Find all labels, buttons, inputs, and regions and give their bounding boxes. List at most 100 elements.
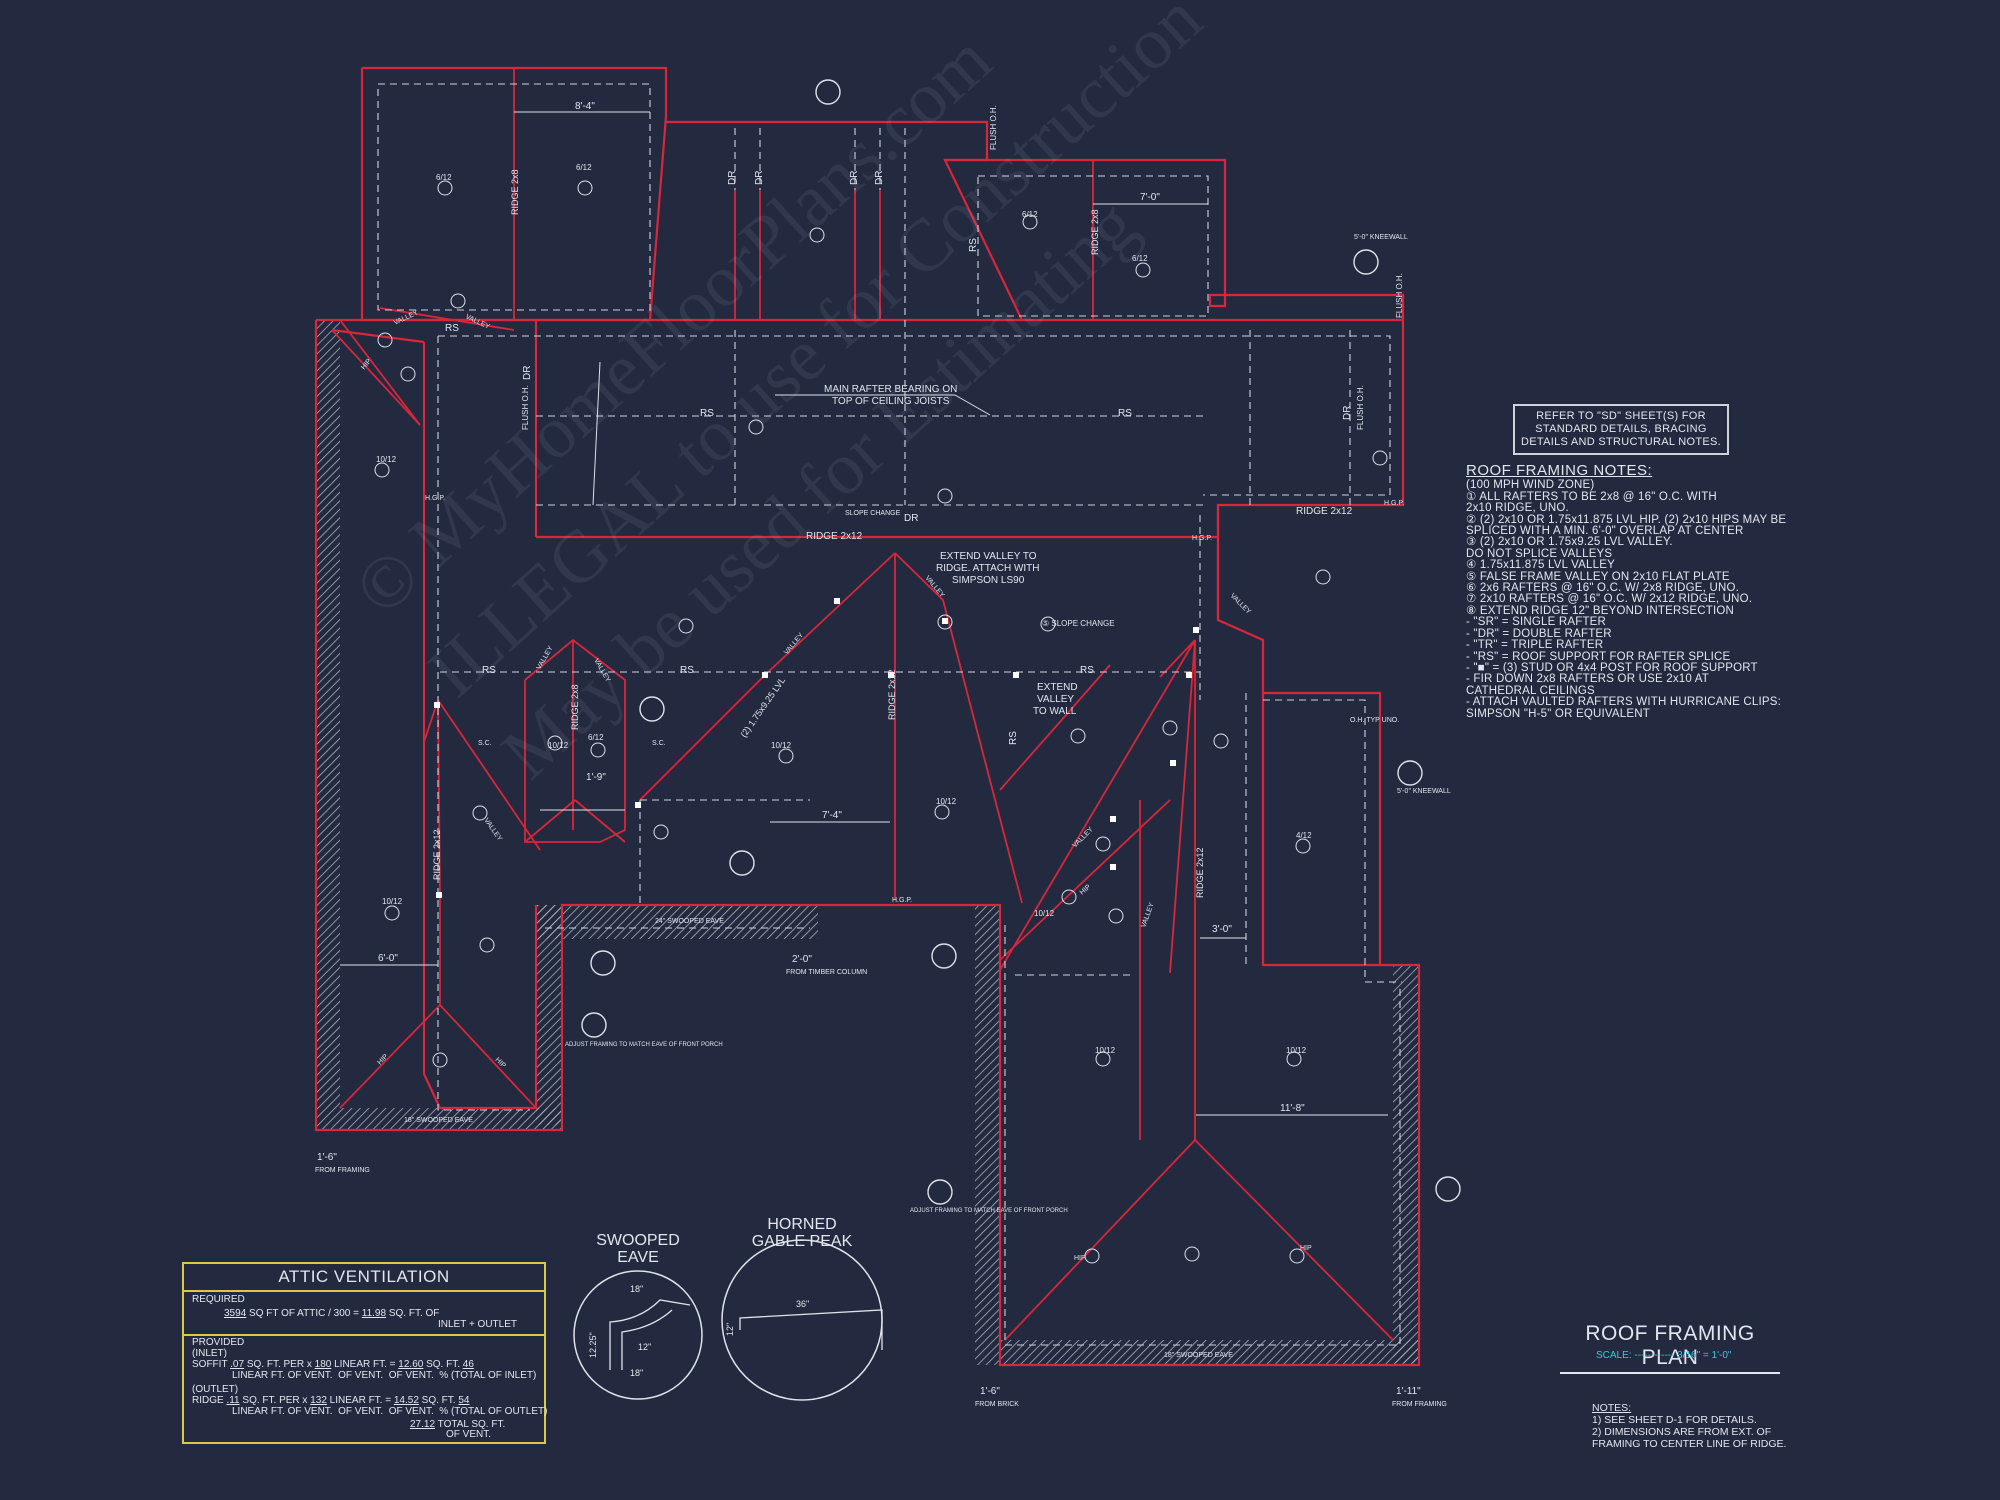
roof-note-line: ① ALL RAFTERS TO BE 2x8 @ 16" O.C. WITH — [1466, 490, 1717, 503]
rs-label: RS — [1080, 665, 1094, 676]
note-label: FROM FRAMING — [315, 1167, 370, 1174]
vent-label: OF VENT. — [338, 1370, 384, 1381]
dim-label: 7'-4" — [822, 810, 842, 821]
roof-note-line: ④ 1.75x11.875 LVL VALLEY — [1466, 559, 1615, 572]
kneewall-label: 5'-0" KNEEWALL — [1354, 234, 1408, 241]
dr-label: DR — [874, 171, 885, 185]
vent-label: LINEAR FT. OF VENT. — [232, 1370, 333, 1381]
dashed-lines — [377, 83, 1402, 1346]
horned-gable-title: HORNED — [767, 1216, 836, 1233]
footnote-line: 1) SEE SHEET D-1 FOR DETAILS. — [1592, 1414, 1757, 1426]
callout-text: TO WALL — [1033, 706, 1077, 717]
roof-note-line: ⑤ FALSE FRAME VALLEY ON 2x10 FLAT PLATE — [1466, 570, 1730, 583]
pitch-label: 10/12 — [376, 455, 397, 464]
vent-label: (OUTLET) — [192, 1384, 239, 1395]
callout-text: MAIN RAFTER BEARING ON — [824, 384, 957, 395]
vent-total-value: 27.12 — [410, 1419, 436, 1430]
structural-note-line: REFER TO "SD" SHEET(S) FOR — [1536, 410, 1706, 422]
pitch-label: 10/12 — [1095, 1046, 1116, 1055]
roof-note-line: - "DR" = DOUBLE RAFTER — [1466, 627, 1612, 640]
plan-footnotes: NOTES: 1) SEE SHEET D-1 FOR DETAILS. 2) … — [1592, 1402, 1786, 1450]
oh-label: O.H. TYP UNO. — [1350, 717, 1399, 724]
pitch-label: 10/12 — [936, 797, 957, 806]
ridge-label: RIDGE 2x8 — [510, 169, 520, 215]
dim-label: 12.25" — [588, 1332, 598, 1358]
detail-sketches: SWOOPED EAVE 18" 12" 18" 12.25" HORNED G… — [573, 1216, 883, 1401]
vent-label: TOTAL SQ. FT. — [437, 1419, 506, 1430]
vent-label: OF VENT. — [338, 1406, 384, 1417]
vent-value: .07 — [230, 1359, 245, 1370]
structural-note-line: DETAILS AND STRUCTURAL NOTES. — [1521, 436, 1722, 448]
vent-value: 14.52 — [393, 1395, 419, 1406]
dr-label: DR — [727, 171, 738, 185]
detail-callouts — [581, 79, 1461, 1205]
vent-label: SQ FT OF ATTIC / 300 = — [249, 1308, 359, 1319]
vent-value: 132 — [310, 1395, 327, 1406]
vent-value: 12.60 — [398, 1359, 424, 1370]
rs-label: RS — [680, 665, 694, 676]
horned-gable-detail — [721, 1239, 883, 1401]
eave-label: 18" SWOOPED EAVE — [404, 1117, 473, 1124]
plan-scale: SCALE: ------------ 3/16" = 1'-0" — [1596, 1350, 1732, 1361]
dim-label: 7'-0" — [1140, 192, 1160, 203]
roof-note-line: - ATTACH VAULTED RAFTERS WITH HURRICANE … — [1466, 696, 1782, 709]
vent-value: 3594 — [224, 1308, 247, 1319]
dr-label: DR — [849, 171, 860, 185]
framing-members — [331, 68, 1394, 1341]
hip-label: HIP — [376, 1053, 389, 1066]
pitch-label: 10/12 — [771, 741, 792, 750]
valley-label: VALLEY — [783, 632, 805, 657]
hip-label: HIP — [1079, 883, 1093, 896]
rs-label: RS — [1008, 731, 1019, 745]
roof-framing-notes: ROOF FRAMING NOTES: (100 MPH WIND ZONE)①… — [1466, 463, 1796, 720]
roof-note-line: (100 MPH WIND ZONE) — [1466, 479, 1595, 492]
rs-label: RS — [445, 323, 459, 334]
dim-label: 1'-6" — [317, 1152, 337, 1163]
vent-label: % (TOTAL OF OUTLET) — [439, 1406, 548, 1417]
flush-oh-label: FLUSH O.H. — [1356, 385, 1365, 430]
dr-label: DR — [754, 171, 765, 185]
note-label: FROM BRICK — [975, 1401, 1019, 1408]
callout-text: SLOPE CHANGE — [845, 510, 901, 517]
vent-label: SQ. FT. PER x — [246, 1359, 312, 1370]
roof-note-line: ③ (2) 2x10 OR 1.75x9.25 LVL VALLEY. — [1466, 536, 1673, 549]
scale-value: 3/16" = 1'-0" — [1677, 1350, 1732, 1361]
vent-label: LINEAR FT. OF VENT. — [232, 1406, 333, 1417]
sc-label: S.C. — [652, 740, 666, 747]
eave-label: 18" SWOOPED EAVE — [1164, 1352, 1233, 1359]
pitch-label: 6/12 — [1022, 210, 1038, 219]
dim-label: 1'-9" — [586, 772, 606, 783]
note-label: FROM FRAMING — [1392, 1401, 1447, 1408]
vent-label: LINEAR FT. = — [334, 1359, 396, 1370]
pitch-label: 10/12 — [1286, 1046, 1307, 1055]
hip-label: HIP — [1300, 1245, 1312, 1252]
rs-label: RS — [1118, 408, 1132, 419]
ridge-label: RIDGE 2x12 — [806, 531, 863, 542]
callout-text: VALLEY — [1037, 694, 1074, 705]
dim-label: 3'-0" — [1212, 924, 1232, 935]
dr-label: DR — [522, 366, 533, 380]
vent-label: LINEAR FT. = — [329, 1395, 392, 1406]
valley-label: VALLEY — [1229, 592, 1253, 616]
dr-label: DR — [1342, 406, 1353, 420]
ridge-label: RIDGE 2x12 — [432, 829, 442, 880]
vent-label: OF VENT. — [388, 1406, 434, 1417]
roof-note-line: - "SR" = SINGLE RAFTER — [1466, 616, 1607, 629]
roof-outline — [314, 66, 1421, 1367]
vent-label: SQ. FT. OF — [388, 1308, 440, 1319]
ridge-label: RIDGE 2x8 — [1090, 209, 1100, 255]
roof-note-line: ⑧ EXTEND RIDGE 12" BEYOND INTERSECTION — [1466, 604, 1735, 617]
adjust-note: ADJUST FRAMING TO MATCH EAVE OF FRONT PO… — [910, 1208, 1068, 1214]
vent-value: .11 — [226, 1395, 240, 1406]
swooped-eave-title: EAVE — [617, 1249, 659, 1266]
hgp-label: H.G.P. — [1192, 535, 1212, 542]
plan-title-text: ROOF FRAMING PLAN — [1585, 1322, 1755, 1369]
dim-label: 1'-6" — [980, 1386, 1000, 1397]
hip-label: HIP — [1074, 1255, 1086, 1262]
roof-note-line: ⑦ 2x10 RAFTERS @ 16" O.C. W/ 2x12 RIDGE,… — [1466, 593, 1753, 606]
roof-note-line: SPLICED WITH A MIN. 6'-0" OVERLAP AT CEN… — [1466, 525, 1744, 538]
dim-label: 11'-8" — [1280, 1103, 1305, 1114]
flush-oh-label: FLUSH O.H. — [521, 385, 530, 430]
adjust-note: ADJUST FRAMING TO MATCH EAVE OF FRONT PO… — [565, 1042, 723, 1048]
vent-value: 11.98 — [361, 1308, 387, 1319]
